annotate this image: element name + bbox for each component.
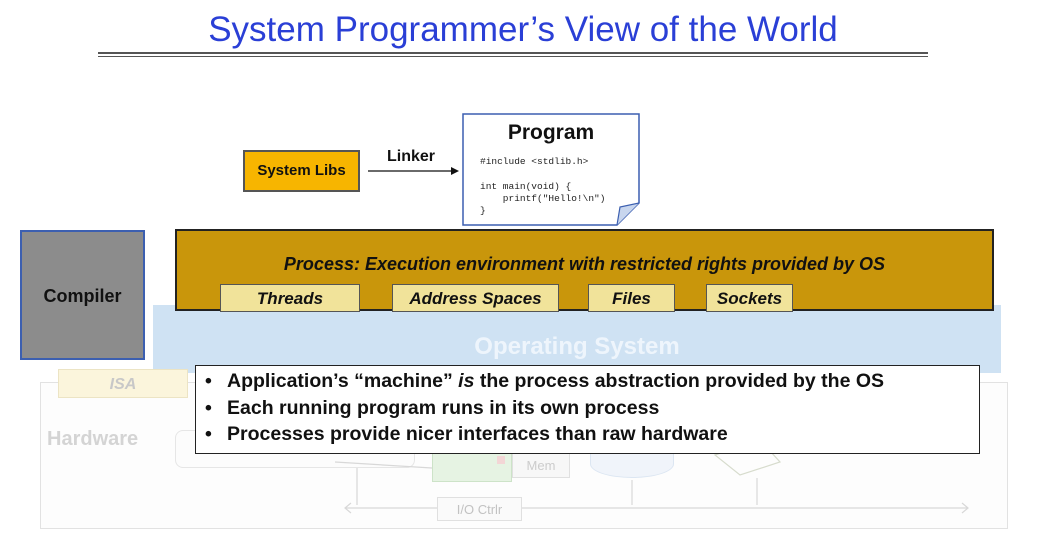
operating-system-label: Operating System (474, 333, 680, 360)
chip-accent (497, 456, 505, 464)
process-label: Process: Execution environment with rest… (283, 254, 886, 274)
bullet-box (195, 365, 980, 454)
title-underline (98, 52, 928, 57)
hardware-label: Hardware (47, 428, 139, 450)
bus-arrow-left (344, 502, 352, 514)
code-line: int main(void) { (480, 181, 572, 192)
files-tag: Files (588, 284, 675, 312)
code-line: printf("Hello!\n") (480, 193, 606, 204)
threads-tag: Threads (220, 284, 360, 312)
operating-system-band (153, 305, 1001, 373)
bullet-text: Each running program runs in its own pro… (227, 397, 660, 419)
system-libs-box: System Libs (243, 150, 360, 192)
linker-label: Linker (387, 148, 436, 165)
bullet-text: the process abstraction provided by the … (474, 370, 885, 392)
bullet-emphasis: is (458, 370, 475, 392)
code-line: } (480, 205, 486, 216)
bullet-text: Application’s “machine” (227, 370, 459, 392)
isa-label: ISA (58, 369, 188, 398)
bullet-text: Processes provide nicer interfaces than … (227, 423, 728, 445)
bullet-item: •Processes provide nicer interfaces than… (205, 423, 728, 445)
code-line: #include <stdlib.h> (480, 156, 589, 167)
bullet-item: •Application’s “machine” is the process … (205, 370, 885, 392)
program-page-fold (616, 202, 640, 226)
linker-arrowhead (451, 167, 459, 175)
compiler-box (20, 230, 145, 360)
cpu-chip-link (334, 461, 433, 469)
program-title: Program (507, 121, 595, 144)
slide-title: System Programmer’s View of the World (208, 10, 838, 49)
compiler-label: Compiler (43, 286, 122, 306)
address-spaces-tag: Address Spaces (392, 284, 559, 312)
bullet-item: •Each running program runs in its own pr… (205, 397, 660, 419)
bus-arrow-right (961, 502, 969, 514)
sockets-tag: Sockets (706, 284, 793, 312)
io-controller-box: I/O Ctrlr (437, 497, 522, 521)
